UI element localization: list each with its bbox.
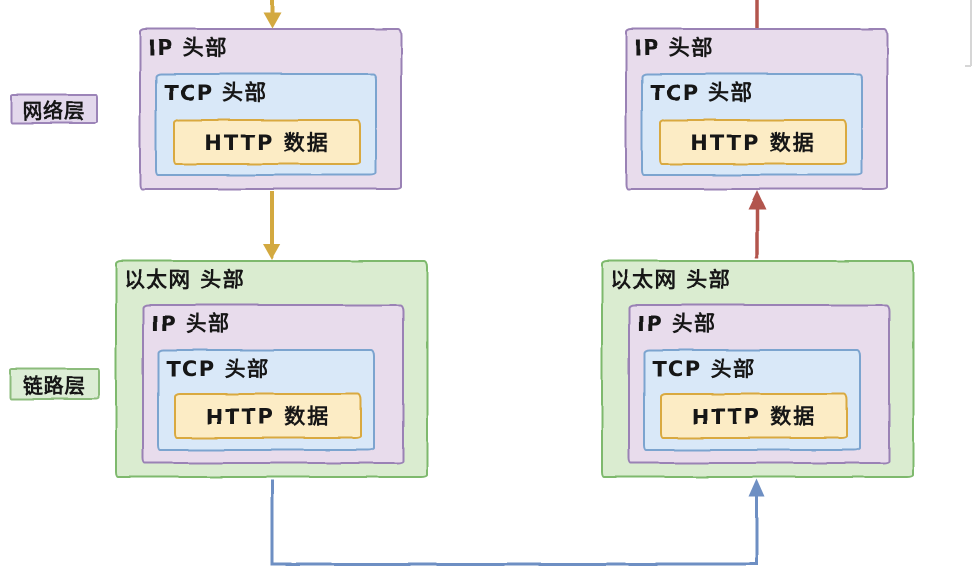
- tcp-header-label: TCP 头部: [650, 81, 754, 105]
- transmission-path: [270, 479, 765, 566]
- network-layer-label: 网络层: [10, 94, 98, 124]
- receive-up-arrow-mid: [748, 190, 766, 259]
- ip-header-label: IP 头部: [637, 312, 718, 336]
- ip-packet: IP 头部 TCP 头部 HTTP 数据: [628, 304, 890, 464]
- tcp-header-label: TCP 头部: [164, 81, 268, 105]
- clipped-panel-edge-foot: [965, 65, 971, 67]
- http-data-box: HTTP 数据: [173, 119, 361, 165]
- ip-header-label: IP 头部: [634, 36, 715, 60]
- send-down-arrow-top: [263, 0, 281, 28]
- tcp-header-label: TCP 头部: [166, 357, 270, 381]
- network-packet-receiver: IP 头部 TCP 头部 HTTP 数据: [625, 28, 888, 190]
- ip-header-label: IP 头部: [148, 36, 229, 60]
- link-frame-receiver: 以太网 头部 IP 头部 TCP 头部 HTTP 数据: [601, 260, 914, 478]
- arrowhead-down-icon: [263, 12, 281, 28]
- tcp-segment: TCP 头部 HTTP 数据: [641, 73, 863, 176]
- tcp-segment: TCP 头部 HTTP 数据: [643, 349, 861, 451]
- link-frame-sender: 以太网 头部 IP 头部 TCP 头部 HTTP 数据: [115, 260, 428, 478]
- http-data-box: HTTP 数据: [660, 393, 848, 439]
- ethernet-header-label: 以太网 头部: [124, 268, 246, 292]
- network-packet-sender: IP 头部 TCP 头部 HTTP 数据: [139, 28, 402, 190]
- arrowhead-down-icon: [263, 244, 281, 260]
- ip-packet: IP 头部 TCP 头部 HTTP 数据: [142, 304, 404, 464]
- link-layer-label: 链路层: [9, 368, 100, 400]
- http-data-box: HTTP 数据: [174, 393, 362, 439]
- send-down-arrow-mid: [263, 191, 281, 260]
- arrowhead-up-icon: [748, 190, 766, 209]
- arrowhead-up-icon: [749, 479, 765, 497]
- tcp-segment: TCP 头部 HTTP 数据: [155, 73, 377, 176]
- http-data-box: HTTP 数据: [659, 119, 847, 165]
- ip-header-label: IP 头部: [151, 312, 232, 336]
- tcp-segment: TCP 头部 HTTP 数据: [157, 349, 375, 451]
- ethernet-header-label: 以太网 头部: [610, 268, 732, 292]
- clipped-panel-edge: [970, 0, 972, 66]
- tcp-header-label: TCP 头部: [652, 357, 756, 381]
